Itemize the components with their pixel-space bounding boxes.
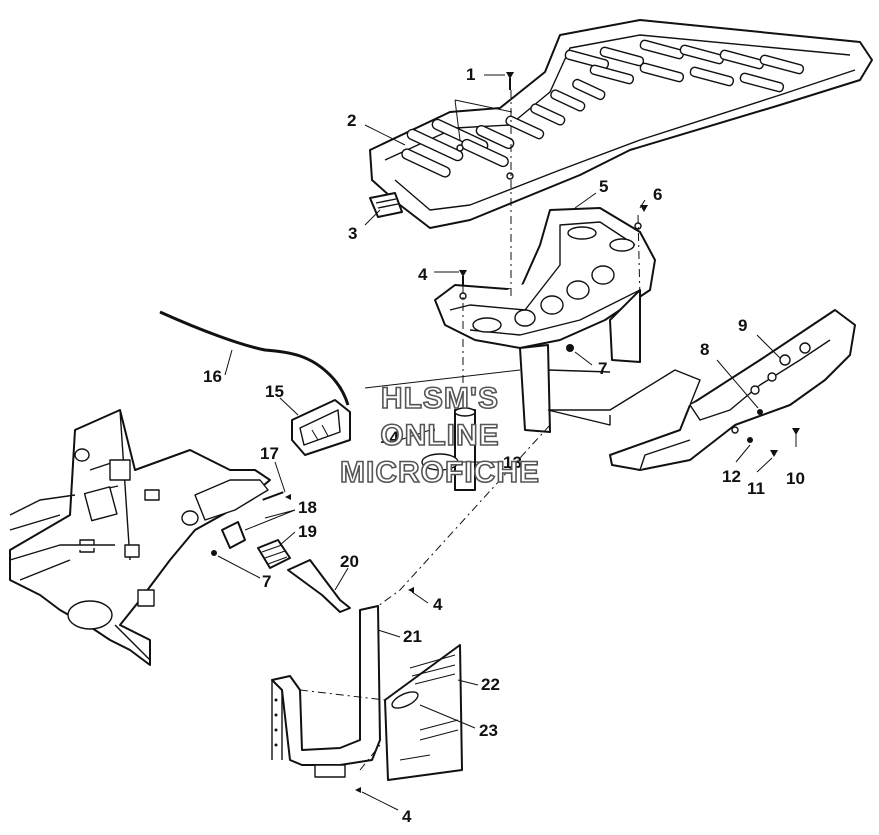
light-mount — [421, 407, 476, 491]
rear-rack — [369, 19, 873, 229]
mud-flap — [384, 644, 463, 781]
callout-12: 12 — [722, 467, 741, 486]
callout-20: 20 — [340, 552, 359, 571]
mud-flap-bracket — [271, 605, 381, 778]
callout-4-bottom: 4 — [402, 807, 412, 826]
assembly-centerlines — [299, 90, 641, 771]
callout-13: 13 — [503, 453, 522, 472]
callout-15: 15 — [265, 382, 284, 401]
callout-5: 5 — [599, 177, 608, 196]
rack-slots — [401, 39, 805, 178]
callout-9: 9 — [738, 316, 747, 335]
hitch-crossbar — [550, 369, 701, 411]
callout-23: 23 — [479, 721, 498, 740]
callout-14: 14 — [380, 428, 399, 447]
watermark-line-3: MICROFICHE — [340, 456, 540, 489]
rack-support-bracket — [434, 207, 656, 433]
callout-7-left: 7 — [262, 572, 271, 591]
watermark-line-2: ONLINE — [380, 419, 499, 452]
mount-clamp — [221, 521, 291, 569]
callout-17: 17 — [260, 444, 279, 463]
reflector-plate — [369, 192, 403, 218]
callout-4-top: 4 — [418, 265, 428, 284]
frame-assembly — [9, 409, 271, 666]
callout-22: 22 — [481, 675, 500, 694]
callout-7-right: 7 — [598, 359, 607, 378]
callout-8: 8 — [700, 340, 709, 359]
callout-21: 21 — [403, 627, 422, 646]
watermark-line-1: HLSM'S — [381, 382, 499, 415]
callout-11: 11 — [747, 479, 765, 498]
callout-labels: 1 2 3 4 5 6 7 8 9 10 11 12 13 14 15 16 1… — [203, 65, 805, 826]
callout-3: 3 — [348, 224, 357, 243]
callout-19: 19 — [298, 522, 317, 541]
callout-2: 2 — [347, 111, 356, 130]
callout-1: 1 — [466, 65, 475, 84]
callout-18: 18 — [298, 498, 317, 517]
tail-light — [291, 399, 351, 456]
callout-10: 10 — [786, 469, 805, 488]
fasteners — [211, 72, 800, 793]
callout-6: 6 — [653, 185, 662, 204]
support-strut — [287, 559, 351, 613]
rear-bumper — [609, 309, 856, 471]
wire-harness — [159, 310, 350, 406]
leader-lines — [217, 74, 797, 811]
callout-4-middle: 4 — [433, 595, 443, 614]
callout-16: 16 — [203, 367, 222, 386]
watermark: HLSM'S ONLINE MICROFICHE — [339, 381, 540, 490]
